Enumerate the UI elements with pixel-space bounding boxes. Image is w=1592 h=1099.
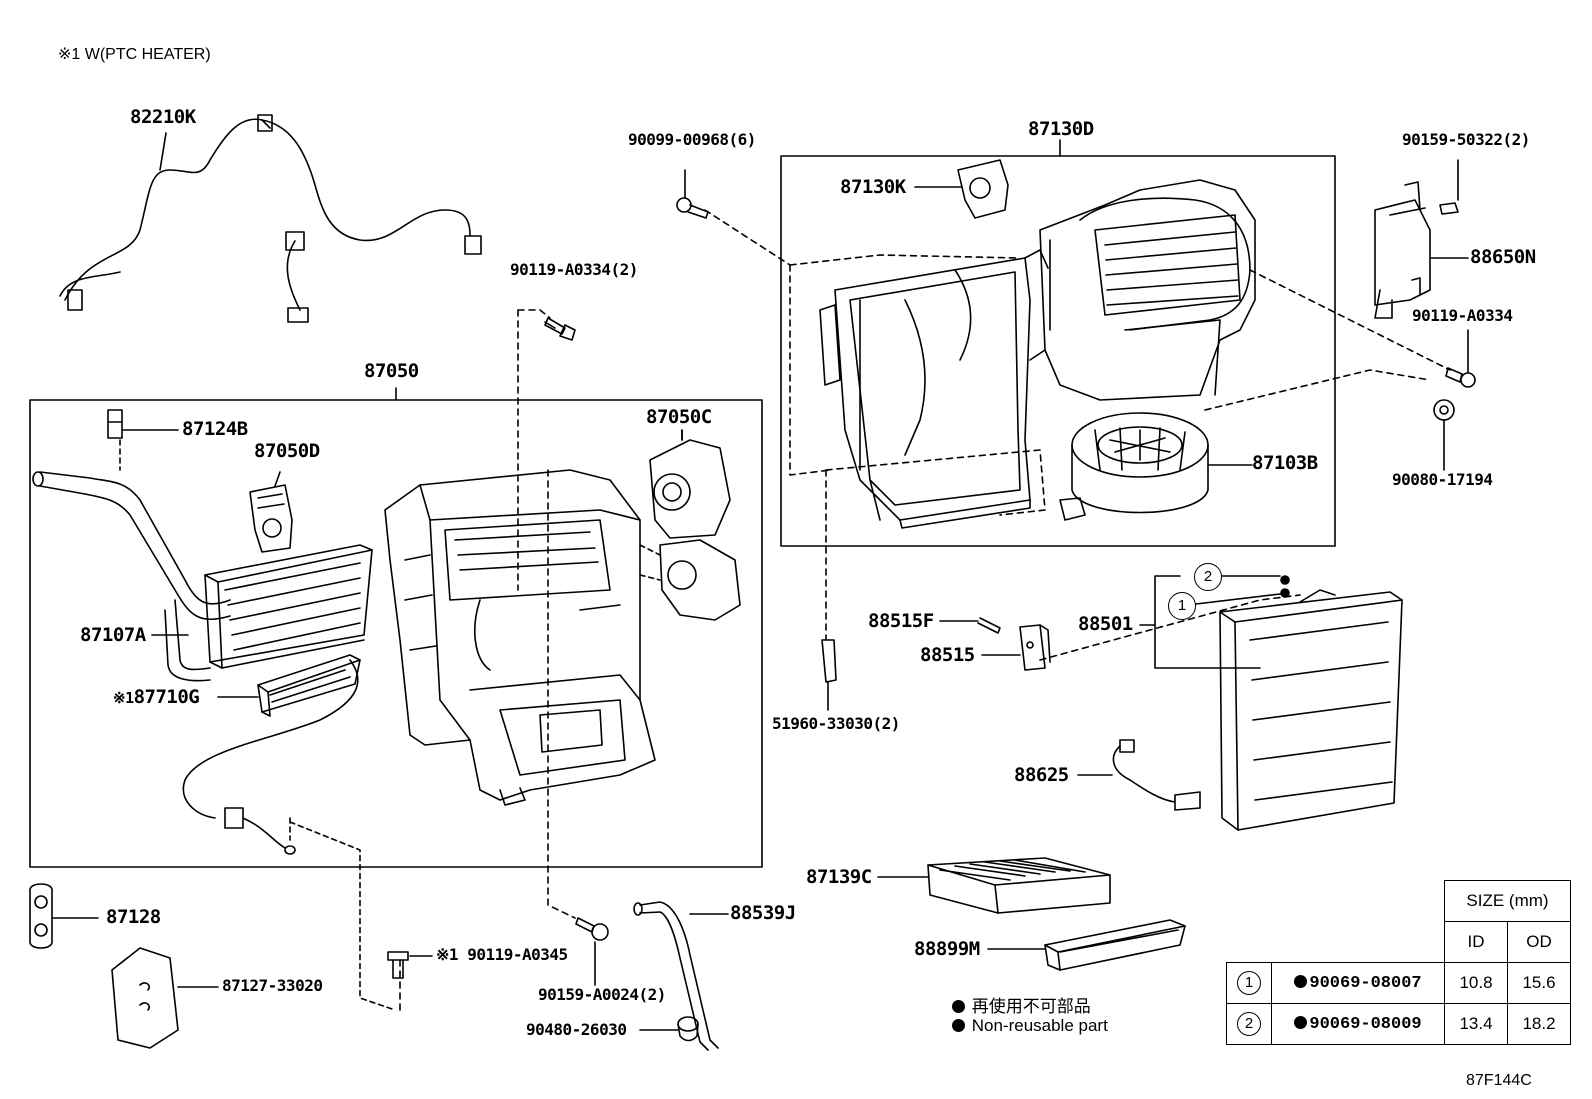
size-table: SIZE (mm) ID OD 1 90069-08007 10.8 15.6 … xyxy=(1226,880,1571,1045)
label-88515: 88515 xyxy=(920,644,975,666)
row-num: 2 xyxy=(1237,1012,1261,1036)
label-87139C: 87139C xyxy=(806,866,872,888)
label-82210K: 82210K xyxy=(130,106,196,128)
row-od: 15.6 xyxy=(1507,962,1571,1004)
bullet-icon xyxy=(952,1000,965,1013)
legend-en: Non-reusable part xyxy=(952,1016,1108,1036)
label-90159-50322: 90159-50322(2) xyxy=(1402,130,1530,149)
row-part-number: 90069-08009 xyxy=(1309,1014,1422,1034)
evaporator-88501 xyxy=(1139,575,1403,831)
label-87050D: 87050D xyxy=(254,440,320,462)
label-90480-26030: 90480-26030 xyxy=(526,1020,627,1039)
hose-88539J xyxy=(633,901,729,1051)
pad-87128 xyxy=(29,883,99,949)
ptc-heater xyxy=(182,654,396,1011)
label-87103B: 87103B xyxy=(1252,452,1318,474)
dashed-leaders xyxy=(399,209,1451,1011)
col-od-header: OD xyxy=(1507,921,1571,963)
diagram-code: 87F144C xyxy=(1466,1072,1532,1089)
legend-jp-text: 再使用不可部品 xyxy=(971,997,1091,1016)
row-part: 90069-08009 xyxy=(1271,1003,1445,1045)
header-note: ※1 W(PTC HEATER) xyxy=(58,46,211,63)
callout-1: 1 xyxy=(1168,592,1196,620)
group-box-87130D xyxy=(780,155,1336,547)
label-87130K: 87130K xyxy=(840,176,906,198)
col-id-header: ID xyxy=(1444,921,1508,963)
row-part-number: 90069-08007 xyxy=(1309,973,1422,993)
blower-motor xyxy=(1059,412,1253,521)
label-90119-A0345-number: 90119-A0345 xyxy=(467,945,568,964)
expansion-valve-88515 xyxy=(939,617,1051,671)
heater-unit xyxy=(384,469,656,806)
label-87050C: 87050C xyxy=(646,406,712,428)
wire-harness-82210K xyxy=(59,114,482,323)
evaporator-core xyxy=(204,544,373,669)
label-87107A: 87107A xyxy=(80,624,146,646)
label-90159-A0024: 90159-A0024(2) xyxy=(538,985,666,1004)
label-87710G-number: 87710G xyxy=(133,686,200,708)
screw-90119-A0334-2 xyxy=(544,317,576,341)
bullet-icon xyxy=(1294,974,1308,988)
callout-2: 2 xyxy=(1194,563,1222,591)
label-87128: 87128 xyxy=(106,906,161,928)
actuator-87050D xyxy=(249,471,293,553)
actuator-87130K xyxy=(914,159,1009,219)
label-90099-00968: 90099-00968(6) xyxy=(628,130,756,149)
grommet-90080 xyxy=(1433,399,1455,471)
row-num: 1 xyxy=(1237,971,1261,995)
filter-87139C xyxy=(877,857,1111,914)
actuator-87050C xyxy=(639,429,741,621)
size-header: SIZE (mm) xyxy=(1444,880,1571,922)
label-88625: 88625 xyxy=(1014,764,1069,786)
label-87124B: 87124B xyxy=(182,418,248,440)
row-od: 18.2 xyxy=(1507,1003,1571,1045)
label-88899M: 88899M xyxy=(914,938,980,960)
label-88650N: 88650N xyxy=(1470,246,1536,268)
label-90119-A0334: 90119-A0334 xyxy=(1412,306,1513,325)
row-id: 10.8 xyxy=(1444,962,1508,1004)
row-part: 90069-08007 xyxy=(1271,962,1445,1004)
label-90080-17194: 90080-17194 xyxy=(1392,470,1493,489)
fitting-51960 xyxy=(821,639,837,711)
amplifier-88650N xyxy=(1374,159,1469,319)
screw-90099 xyxy=(676,169,709,219)
label-90119-A0334-2: 90119-A0334(2) xyxy=(510,260,638,279)
label-87130D: 87130D xyxy=(1028,118,1094,140)
bolt-90119-A0345 xyxy=(387,951,433,979)
label-88501: 88501 xyxy=(1078,613,1133,635)
label-88515F: 88515F xyxy=(868,610,934,632)
label-87127-33020: 87127-33020 xyxy=(222,976,323,995)
label-87710G: ※187710G xyxy=(113,686,200,708)
label-87710G-prefix: ※1 xyxy=(113,689,134,707)
legend-en-text: Non-reusable part xyxy=(971,1016,1108,1035)
table-row: 1 90069-08007 10.8 15.6 xyxy=(1226,962,1571,1004)
bullet-icon xyxy=(1294,1015,1308,1029)
sensor-88625 xyxy=(1077,739,1201,811)
table-row: 2 90069-08009 13.4 18.2 xyxy=(1226,1003,1571,1045)
screw-90119-A0334 xyxy=(1445,329,1476,388)
label-90119-A0345: ※1 90119-A0345 xyxy=(436,945,568,964)
seal-87127 xyxy=(111,947,219,1049)
legend-jp: 再使用不可部品 xyxy=(952,992,1091,1017)
row-id: 13.4 xyxy=(1444,1003,1508,1045)
cover-88899M xyxy=(987,919,1186,971)
label-87050: 87050 xyxy=(364,360,419,382)
label-51960-33030: 51960-33030(2) xyxy=(772,714,900,733)
label-90119-A0345-prefix: ※1 xyxy=(436,945,459,964)
blower-case xyxy=(819,179,1256,529)
label-88539J: 88539J xyxy=(730,902,796,924)
bullet-icon xyxy=(952,1019,965,1032)
grommet-90480 xyxy=(639,1016,699,1042)
screw-90159-A0024 xyxy=(575,917,609,986)
